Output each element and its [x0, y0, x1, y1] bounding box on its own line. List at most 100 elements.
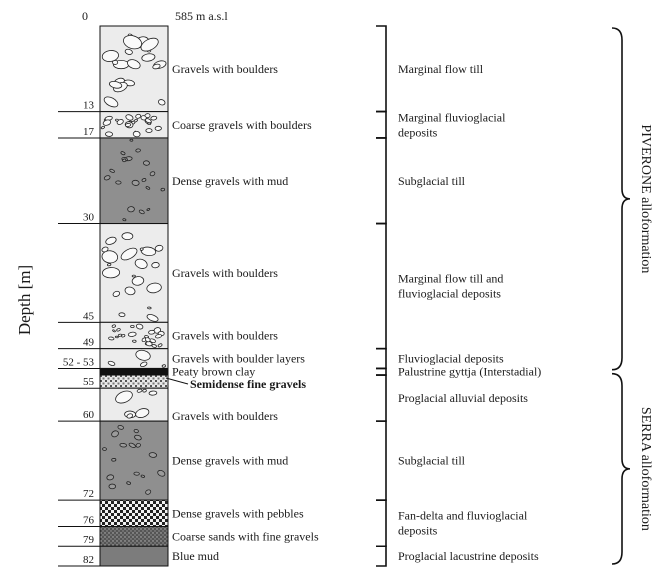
clast-symbol	[116, 328, 121, 332]
clast-symbol	[150, 115, 158, 121]
clast-symbol	[124, 122, 132, 127]
clast-symbol	[147, 306, 152, 310]
layer-mud	[99, 545, 169, 567]
facies-label: Marginal flow till and	[398, 272, 503, 286]
clast-symbol	[144, 337, 151, 343]
clast-symbol	[103, 96, 119, 108]
depth-label: 30	[83, 212, 95, 224]
lithology-label: Blue mud	[172, 549, 219, 563]
clast-symbol	[135, 443, 141, 448]
clast-symbol	[112, 290, 121, 297]
clast-symbol	[106, 263, 112, 267]
clast-symbol	[148, 452, 158, 458]
clast-symbol	[102, 267, 121, 279]
clast-symbol	[135, 113, 142, 119]
facies-bracket	[376, 222, 387, 350]
clast-symbol	[134, 434, 142, 441]
clast-symbol	[126, 413, 134, 419]
depth-label: 76	[83, 514, 95, 526]
facies-label: Proglacial lacustrine deposits	[398, 549, 539, 563]
clast-symbol	[101, 50, 119, 62]
clast-symbol	[146, 208, 151, 211]
alloformation-label: SERRA alloformation	[638, 407, 653, 531]
facies-label: fluvioglacial deposits	[398, 287, 501, 301]
clast-symbol	[140, 474, 146, 478]
clast-symbol	[149, 171, 156, 177]
clast-symbol	[132, 130, 141, 138]
alloformation-brace	[611, 27, 631, 371]
clast-symbol	[118, 312, 126, 318]
clast-symbol	[108, 80, 123, 89]
layer-fine	[99, 374, 169, 389]
clast-symbol	[147, 122, 152, 126]
facies-label: Fan-delta and fluvioglacial	[398, 509, 528, 523]
clast-symbol	[109, 168, 115, 173]
depth-axis-label: Depth [m]	[15, 265, 34, 335]
clast-symbol	[148, 390, 158, 396]
clast-symbol	[146, 282, 162, 294]
clast-symbol	[135, 408, 150, 418]
clast-symbol	[115, 390, 133, 404]
depth-label: 45	[83, 310, 95, 322]
layer-boulders-light	[99, 348, 169, 369]
clast-symbol	[124, 48, 133, 55]
lithology-label: Dense gravels with mud	[172, 174, 288, 188]
clast-symbol	[112, 329, 116, 333]
depth-label: 72	[83, 488, 94, 500]
clast-symbol	[130, 325, 135, 328]
clast-symbol	[131, 179, 140, 186]
facies-bracket	[376, 110, 387, 139]
top-depth-label: 0	[82, 9, 88, 23]
clast-symbol	[141, 178, 147, 182]
clast-symbol	[135, 148, 141, 153]
lithology-label: Gravels with boulder layers	[172, 352, 305, 366]
clast-symbol	[139, 247, 144, 251]
clast-symbol	[131, 276, 145, 286]
clast-symbol	[132, 339, 137, 343]
clast-symbol	[151, 262, 160, 269]
lithology-label: Dense gravels with pebbles	[172, 506, 304, 520]
clast-symbol	[157, 99, 166, 106]
clast-symbol	[154, 244, 164, 252]
facies-bracket	[376, 347, 387, 370]
facies-label: Marginal fluvioglacial	[398, 110, 506, 124]
facies-bracket	[376, 367, 387, 376]
clast-symbol	[111, 458, 117, 462]
clast-symbol	[126, 59, 141, 70]
clast-symbol	[108, 483, 117, 490]
clast-symbol	[102, 447, 107, 451]
clast-symbol	[121, 232, 134, 241]
lithology-label: Gravels with boulders	[172, 409, 278, 423]
layer-checker	[99, 499, 169, 527]
clast-symbol	[152, 63, 161, 70]
facies-label: Proglacial alluvial deposits	[398, 391, 528, 405]
clast-symbol	[135, 349, 151, 361]
clast-symbol	[133, 118, 138, 123]
facies-label: Fluvioglacial deposits	[398, 352, 504, 366]
facies-label: Subglacial till	[398, 454, 466, 468]
clast-symbol	[100, 125, 106, 130]
facies-label: Subglacial till	[398, 174, 466, 188]
alloformation-brace	[611, 372, 631, 565]
clast-symbol	[120, 247, 138, 261]
depth-label: 52 - 53	[63, 356, 95, 368]
clast-symbol	[145, 489, 152, 495]
clast-symbol	[106, 474, 115, 481]
clast-symbol	[144, 118, 152, 124]
clast-symbol	[155, 333, 162, 339]
clast-symbol	[135, 323, 144, 330]
clast-symbol	[121, 334, 126, 338]
clast-symbol	[157, 343, 163, 348]
clast-symbol	[148, 329, 156, 335]
depth-label: 17	[83, 126, 95, 138]
lithology-label: Coarse sands with fine gravels	[172, 529, 319, 543]
lithology-label: Gravels with boulders	[172, 329, 278, 343]
clast-symbol	[140, 361, 148, 368]
facies-bracket	[376, 420, 387, 501]
clast-symbol	[141, 53, 156, 62]
clast-symbol	[134, 258, 148, 269]
depth-label: 79	[83, 534, 95, 546]
